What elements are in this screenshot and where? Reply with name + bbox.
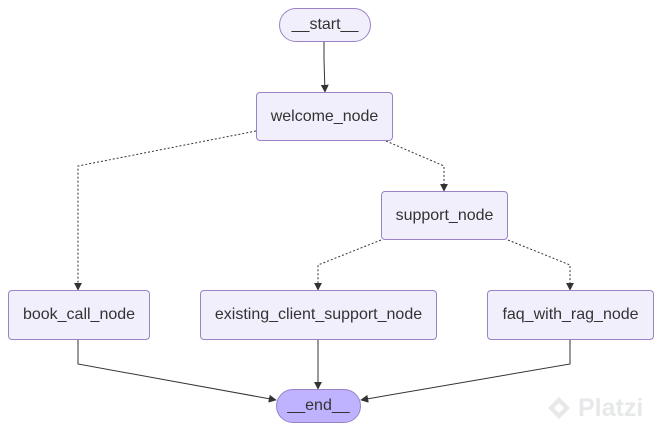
faq-with-rag-node[interactable]: faq_with_rag_node	[487, 290, 654, 340]
start-node-label: __start__	[291, 16, 359, 33]
edge-welcome-to-support	[385, 140, 448, 192]
platzi-logo-icon	[548, 397, 570, 419]
edge-welcome-to-book-call	[74, 130, 257, 291]
existing-client-support-node[interactable]: existing_client_support_node	[200, 290, 437, 340]
book-call-node[interactable]: book_call_node	[8, 290, 150, 340]
edge-faq-to-end	[360, 340, 571, 403]
edge-start-to-welcome	[320, 41, 329, 93]
end-node[interactable]: __end__	[276, 389, 361, 423]
support-node-label: support_node	[395, 206, 494, 224]
support-node[interactable]: support_node	[381, 191, 508, 240]
watermark-text: Platzi	[578, 393, 644, 422]
platzi-watermark: Platzi	[546, 388, 643, 428]
welcome-node[interactable]: welcome_node	[256, 92, 393, 141]
edge-book-call-to-end	[77, 340, 277, 403]
edge-support-to-existing-client	[314, 239, 382, 291]
book-call-node-label: book_call_node	[22, 306, 136, 323]
edge-support-to-faq	[507, 239, 574, 291]
start-node[interactable]: __start__	[279, 8, 371, 42]
faq-with-rag-node-label: faq_with_rag_node	[502, 306, 639, 323]
end-node-label: __end__	[287, 397, 350, 414]
welcome-node-label: welcome_node	[270, 107, 379, 125]
existing-client-support-node-label: existing_client_support_node	[214, 306, 423, 323]
